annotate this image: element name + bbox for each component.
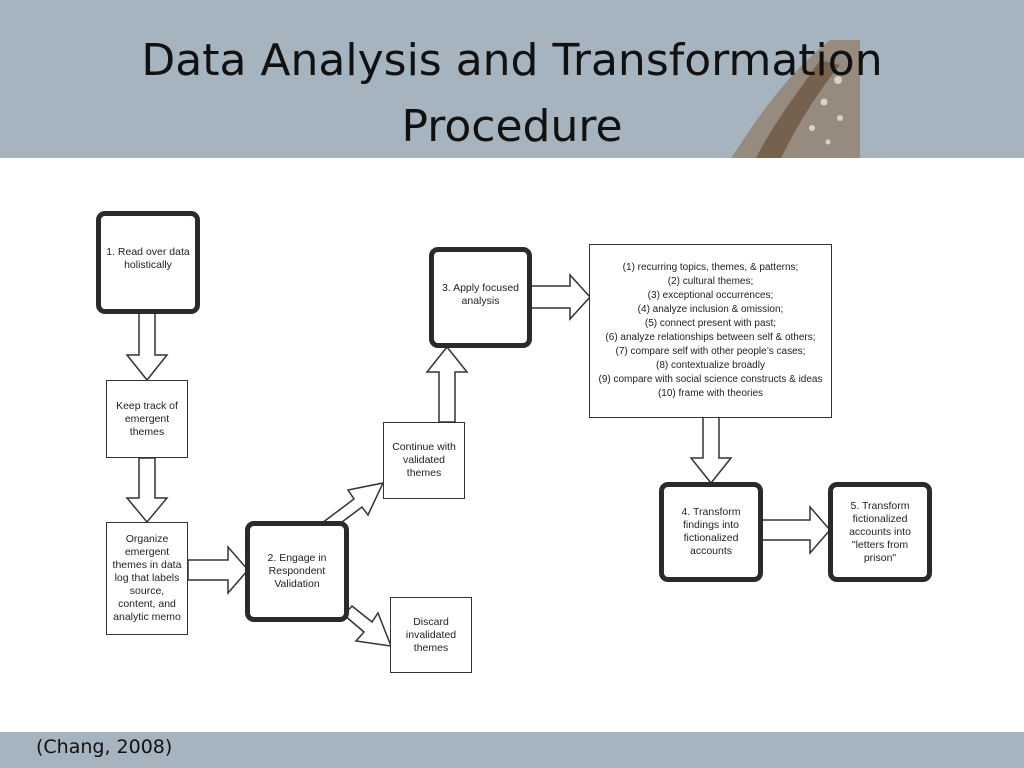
title-band: Data Analysis and Transformation Procedu… [0, 0, 1024, 158]
arrow-list-to-transform [689, 416, 733, 485]
continue-validated-box: Continue with validated themes [383, 422, 465, 499]
organize-themes-box: Organize emergent themes in data log tha… [106, 522, 188, 635]
step-5-transform-accounts: 5. Transform fictionalized accounts into… [828, 482, 932, 582]
butterfly-wing-decoration [731, 40, 860, 158]
arrow-keep-to-organize [125, 457, 169, 524]
arrow-read-to-keep [125, 312, 169, 382]
discard-invalidated-box: Discard invalidated themes [390, 597, 472, 673]
footer-band: (Chang, 2008) [0, 732, 1024, 768]
step-4-transform-findings: 4. Transform findings into fictionalized… [659, 482, 763, 582]
keep-track-box: Keep track of emergent themes [106, 380, 188, 458]
arrow-engage-to-discard [342, 604, 393, 647]
step-1-read-over-data: 1. Read over data holistically [96, 211, 200, 314]
step-3-apply-focused-analysis: 3. Apply focused analysis [429, 247, 532, 348]
arrow-organize-to-engage [187, 544, 249, 596]
arrow-apply-to-list [530, 273, 592, 321]
slide-title: Data Analysis and Transformation Procedu… [141, 35, 883, 152]
focused-analysis-list: (1) recurring topics, themes, & patterns… [589, 244, 832, 418]
step-2-respondent-validation: 2. Engage in Respondent Validation [245, 521, 349, 622]
citation: (Chang, 2008) [36, 736, 173, 758]
arrow-transform-to-letters [761, 504, 831, 556]
arrow-continue-to-apply [425, 345, 469, 423]
